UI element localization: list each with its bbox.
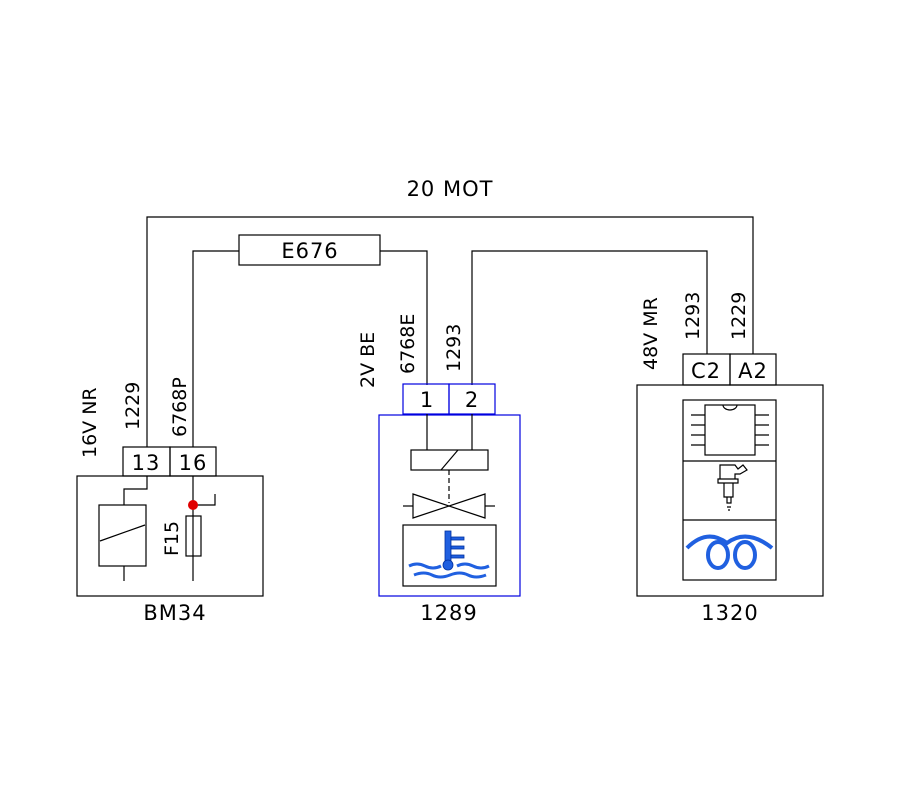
diagram-label: E676 xyxy=(281,239,338,263)
junction-dot xyxy=(188,500,198,510)
harness-label: 20 MOT xyxy=(407,177,494,201)
component-bm34: 16V NR 1229 6768P 13 16 F15 BM34 xyxy=(76,377,264,625)
diagram-label: 6768P xyxy=(169,377,191,437)
diagram-label: 1 xyxy=(420,388,434,412)
diagram-label: 1229 xyxy=(122,382,144,430)
injector-icon xyxy=(717,464,748,511)
component-1320: 48V MR 1293 1229 C2 A2 1320 xyxy=(636,292,824,625)
diagram-label: 16V NR xyxy=(79,387,101,458)
diagram-label: 1289 xyxy=(420,601,477,625)
diagram-label: 48V MR xyxy=(640,297,662,370)
diagram-label: 2 xyxy=(465,388,479,412)
diagram-label: 1293 xyxy=(443,324,465,372)
diagram-label: 1229 xyxy=(728,292,750,340)
wire-1293 xyxy=(471,250,708,385)
diagram-label: 2V BE xyxy=(357,332,379,388)
diagram-label: 1293 xyxy=(682,292,704,340)
coil-icon xyxy=(685,534,774,570)
diagram-label: 13 xyxy=(132,451,161,475)
diagram-label: BM34 xyxy=(143,601,206,625)
diagram-label: 6768E xyxy=(397,314,419,374)
wire-6768 xyxy=(192,250,428,447)
diagram-label: C2 xyxy=(691,359,721,383)
wire-1229 xyxy=(146,216,754,447)
component-1289: 2V BE 6768E 1293 1 2 1289 xyxy=(357,314,521,625)
diagram-label: 1320 xyxy=(701,601,758,625)
inline-connector-e676: E676 xyxy=(238,234,381,266)
diagram-label: A2 xyxy=(738,359,768,383)
diagram-label: 16 xyxy=(179,451,208,475)
coolant-temperature-icon xyxy=(408,530,490,579)
diagram-label: F15 xyxy=(161,521,183,556)
ecu-chip-icon xyxy=(691,404,769,456)
